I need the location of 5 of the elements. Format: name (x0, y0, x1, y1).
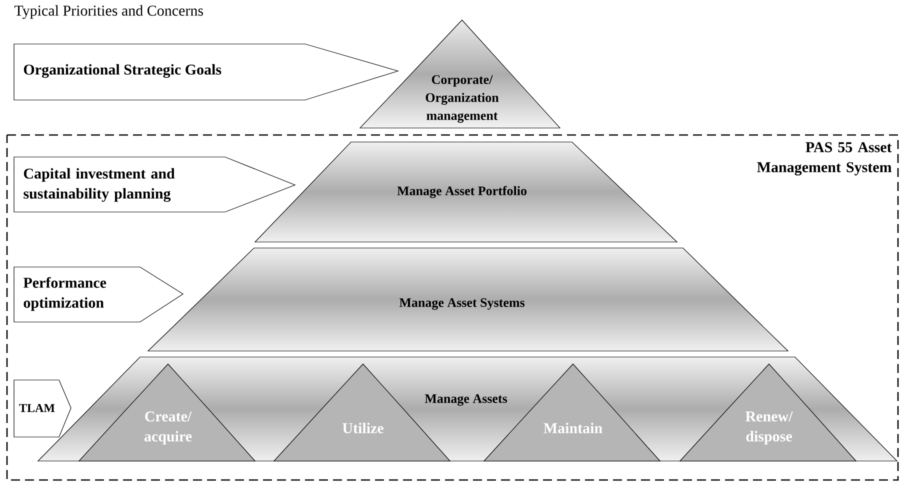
pentagon-label: Capital investment and sustainability planning (14, 156, 296, 212)
pentagon-label: TLAM (14, 380, 72, 438)
title: Typical Priorities and Concerns (14, 5, 203, 19)
pentagon-label: Organizational Strategic Goals (14, 44, 400, 100)
pentagon-label: Performance optimization (14, 266, 184, 322)
